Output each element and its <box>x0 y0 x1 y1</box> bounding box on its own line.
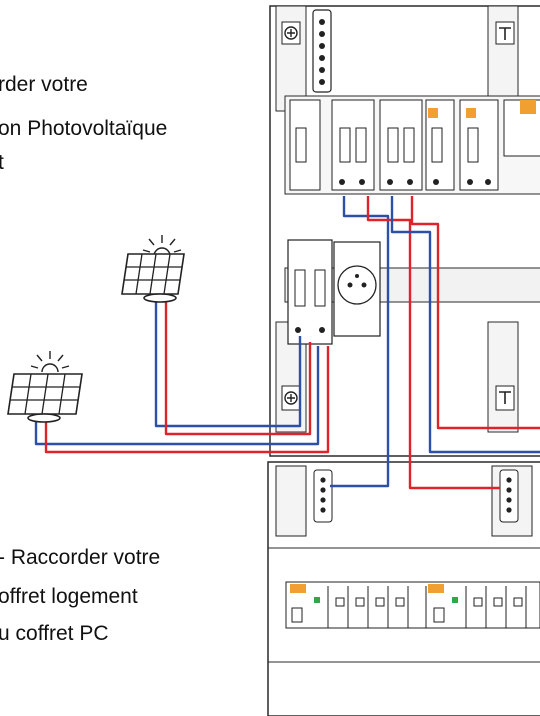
ground-terminal-bottom-left <box>281 385 301 411</box>
breaker-rail-top <box>284 95 540 195</box>
cable-positive-upper-panel <box>164 300 312 436</box>
cable-negative-to-housing <box>330 196 390 488</box>
ground-terminal-top-right <box>495 21 515 45</box>
terminal-block-top-left <box>312 9 332 93</box>
ground-terminal-top-left <box>281 21 301 45</box>
cable-positive-lower-panel <box>44 346 330 454</box>
housing-breaker-row <box>285 581 540 629</box>
dc-breaker-block <box>287 239 333 345</box>
instruction-bottom-line-2: offret logement <box>0 585 138 608</box>
cable-positive-to-housing <box>366 196 500 490</box>
instruction-bottom-line-3: u coffret PC <box>0 622 109 645</box>
socket-module <box>333 241 381 337</box>
dc-cables <box>34 300 330 454</box>
cable-negative-upper-panel <box>154 300 302 428</box>
ground-terminal-bottom-right <box>495 385 515 411</box>
solar-panel-icon <box>7 350 83 423</box>
instruction-bottom-line-1: - Raccorder votre <box>0 546 161 569</box>
instruction-top-line-3: t <box>0 151 4 174</box>
cable-negative-lower-panel <box>34 346 320 446</box>
solar-panel-icon <box>121 234 185 303</box>
instruction-top-line-2: on Photovoltaïque <box>0 117 168 140</box>
cable-negative-to-right <box>390 196 540 454</box>
cable-positive-to-right <box>410 196 540 430</box>
instruction-top-line-1: rder votre <box>0 73 88 96</box>
ac-cables <box>330 196 540 490</box>
